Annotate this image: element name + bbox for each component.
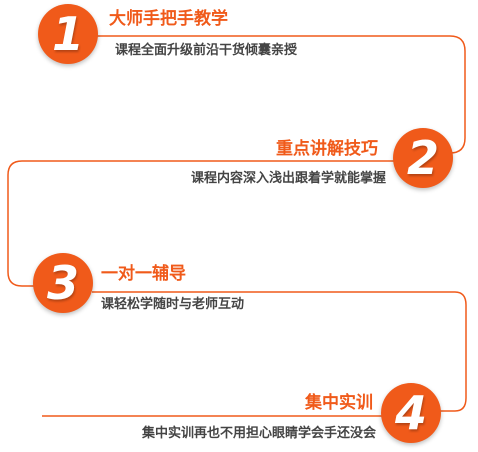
step-1-number: 1 [51,7,84,61]
step-1-number-badge: 1 [38,4,98,64]
step-2-description: 课程内容深入浅出跟着学就能掌握 [190,171,386,186]
step-2-number: 2 [406,131,439,185]
step-2-title: 重点讲解技巧 [276,139,378,159]
step-1-title: 大师手把手教学 [109,9,228,29]
step-3-description: 课轻松学随时与老师互动 [101,297,245,312]
step-4-title: 集中实训 [305,393,373,413]
step-2-number-badge: 2 [393,128,453,188]
step-1-description: 课程全面升级前沿干货倾囊亲授 [115,43,298,58]
step-4-description: 集中实训再也不用担心眼睛学会手还没会 [141,426,376,441]
step-3-number-badge: 3 [33,253,93,313]
step-3-title: 一对一辅导 [101,264,186,284]
step-3-number: 3 [46,256,79,310]
step-4-number-badge: 4 [381,383,441,443]
step-4-number: 4 [394,386,427,440]
